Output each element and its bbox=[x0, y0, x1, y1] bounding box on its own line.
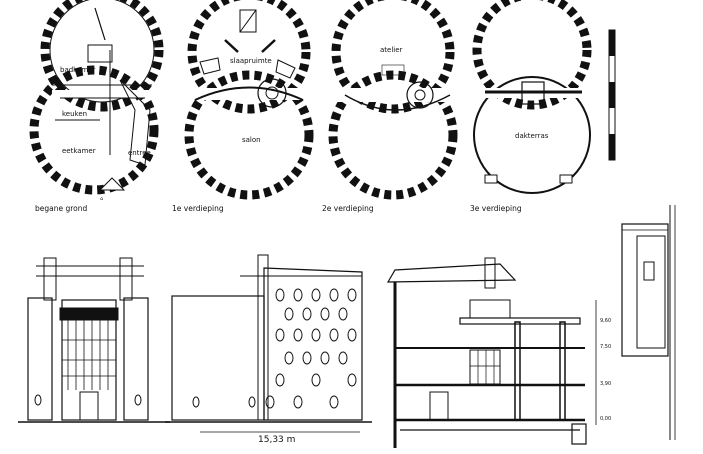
room-label-salon: salon bbox=[242, 136, 261, 144]
room-label-eetkamer: eetkamer bbox=[62, 147, 96, 155]
room-label-atelier: atelier bbox=[380, 46, 403, 54]
room-label-entree: entree bbox=[128, 149, 151, 157]
plan-first-floor: slaapruimte salon bbox=[184, 0, 314, 200]
caption-third-floor: 3e verdieping bbox=[470, 204, 522, 213]
room-label-slaapruimte: slaapruimte bbox=[230, 57, 272, 65]
room-label-dakterras: dakterras bbox=[515, 132, 549, 140]
caption-ground-floor: begane grond bbox=[35, 204, 88, 213]
building-section bbox=[386, 257, 597, 448]
svg-text:3,90: 3,90 bbox=[600, 381, 611, 387]
dimension-label: 15,33 m bbox=[258, 435, 295, 445]
svg-text:9,60: 9,60 bbox=[600, 318, 611, 324]
plan-second-floor: atelier bbox=[328, 0, 458, 200]
plan-third-floor: dakterras bbox=[472, 0, 592, 194]
side-elevation bbox=[165, 254, 372, 433]
svg-text:⌂: ⌂ bbox=[100, 196, 103, 202]
front-elevation bbox=[18, 257, 170, 423]
room-label-keuken: keuken bbox=[62, 110, 87, 118]
site-plan bbox=[621, 205, 676, 440]
caption-second-floor: 2e verdieping bbox=[322, 204, 374, 213]
scale-bar bbox=[608, 29, 616, 161]
caption-first-floor: 1e verdieping bbox=[172, 204, 224, 213]
plan-ground-floor: badkamer keuken eetkamer entree ⌂ bbox=[29, 0, 164, 202]
room-label-badkamer: badkamer bbox=[60, 66, 96, 74]
svg-text:0,00: 0,00 bbox=[600, 416, 611, 422]
svg-text:7,50: 7,50 bbox=[600, 344, 611, 350]
level-markers: 9,60 7,50 3,90 0,00 bbox=[600, 318, 611, 422]
